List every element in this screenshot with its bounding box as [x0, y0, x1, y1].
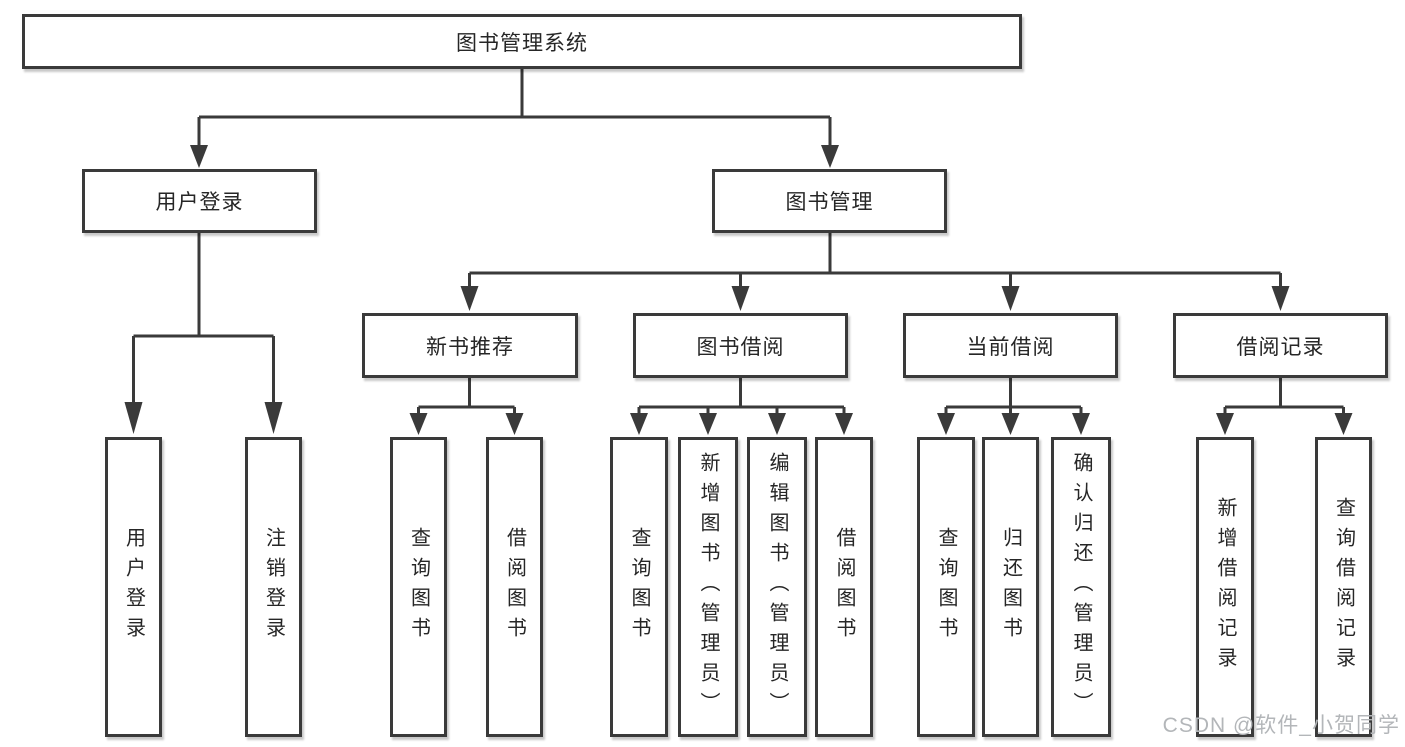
- node-new-books: 新书推荐: [362, 313, 578, 378]
- csdn-watermark: CSDN @软件_小贺同学: [1162, 714, 1400, 737]
- leaf-current-query: 查询图书: [917, 437, 975, 737]
- leaf-current-return: 归还图书: [982, 437, 1039, 737]
- node-borrow-records: 借阅记录: [1173, 313, 1388, 378]
- leaf-newbook-borrow-label: 借阅图书: [503, 527, 526, 647]
- node-book-mgmt: 图书管理: [712, 169, 947, 233]
- leaf-borrow-query-label: 查询图书: [628, 527, 650, 647]
- leaf-current-query-label: 查询图书: [935, 527, 957, 647]
- leaf-borrow-edit: 编辑图书（管理员）: [747, 437, 807, 737]
- leaf-record-query-label: 查询借阅记录: [1332, 497, 1355, 677]
- node-root: 图书管理系统: [22, 14, 1022, 69]
- leaf-borrow-query: 查询图书: [610, 437, 668, 737]
- leaf-newbook-query: 查询图书: [390, 437, 447, 737]
- leaf-record-add-label: 新增借阅记录: [1214, 497, 1236, 677]
- leaf-user-login-label: 用户登录: [122, 527, 145, 647]
- node-current-borrow: 当前借阅: [903, 313, 1118, 378]
- node-user-login: 用户登录: [82, 169, 317, 233]
- leaf-user-login: 用户登录: [105, 437, 162, 737]
- leaf-current-return-label: 归还图书: [999, 527, 1022, 647]
- leaf-newbook-query-label: 查询图书: [407, 527, 430, 647]
- leaf-logout-label: 注销登录: [262, 527, 285, 647]
- leaf-borrow-add: 新增图书（管理员）: [678, 437, 738, 737]
- leaf-borrow-book: 借阅图书: [815, 437, 873, 737]
- leaf-record-add: 新增借阅记录: [1196, 437, 1254, 737]
- leaf-newbook-borrow: 借阅图书: [486, 437, 543, 737]
- leaf-current-confirm-label: 确认归还（管理员）: [1070, 452, 1092, 722]
- leaf-borrow-book-label: 借阅图书: [833, 527, 855, 647]
- node-borrowing: 图书借阅: [633, 313, 848, 378]
- leaf-current-confirm: 确认归还（管理员）: [1051, 437, 1111, 737]
- leaf-logout: 注销登录: [245, 437, 302, 737]
- leaf-borrow-edit-label: 编辑图书（管理员）: [766, 452, 788, 722]
- leaf-borrow-add-label: 新增图书（管理员）: [697, 452, 719, 722]
- leaf-record-query: 查询借阅记录: [1315, 437, 1372, 737]
